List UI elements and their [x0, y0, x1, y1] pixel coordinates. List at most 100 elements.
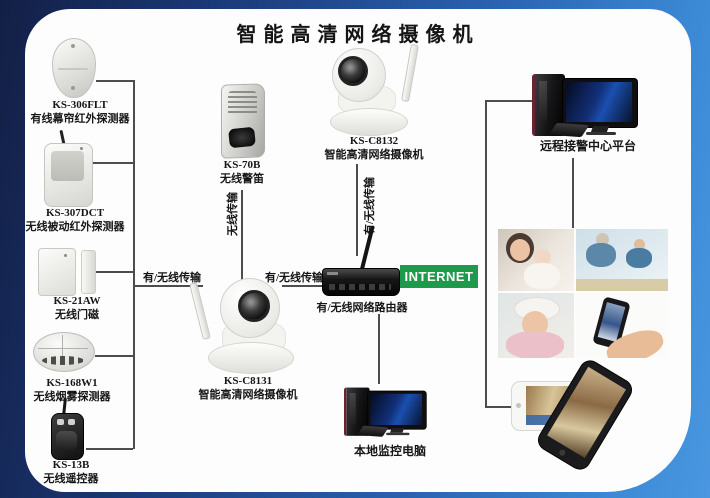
router-antenna — [359, 226, 375, 272]
remote-control-icon — [46, 397, 88, 460]
sensor-label-ks307dct: KS-307DCT 无线被动红外探测器 — [10, 206, 140, 235]
internet-trunk-line — [485, 100, 487, 408]
smoke-detector-icon — [33, 330, 95, 378]
sensor-model: KS-21AW — [53, 295, 101, 307]
detector-crease — [58, 68, 88, 70]
sensor-model: KS-168W1 — [46, 377, 98, 389]
camera-top-label: KS-C8132 智能高清网络摄像机 — [308, 134, 440, 163]
line-to-remote-center — [485, 100, 537, 102]
detector-dot — [71, 86, 75, 90]
sensor-bus-line — [133, 80, 135, 449]
page-title: 智能高清网络摄像机 — [236, 24, 480, 46]
detector-seam — [62, 335, 63, 363]
camera-lens — [338, 56, 368, 86]
photo-figure — [524, 263, 560, 289]
pc-keyboard — [548, 122, 590, 138]
sensor-label-ks13b: KS-13B 无线遥控器 — [16, 458, 126, 487]
pir-motion-detector-icon — [42, 129, 94, 208]
siren-name: 无线警笛 — [220, 173, 264, 186]
line-remote-center-to-photos — [572, 158, 574, 228]
camera-antenna — [401, 43, 419, 103]
detector-lens-window — [51, 151, 84, 181]
line-pir-detector — [92, 162, 133, 164]
local-pc-icon — [344, 386, 431, 439]
detector-dome — [33, 332, 95, 372]
pc-screen — [370, 393, 422, 425]
photo-figure — [506, 331, 564, 358]
remote-button — [68, 419, 75, 425]
camera-name: 智能高清网络摄像机 — [198, 389, 298, 402]
camera-base — [208, 342, 294, 374]
pc-screen — [566, 82, 632, 122]
photo-figure — [510, 239, 530, 261]
router-ports — [329, 284, 391, 290]
wireless-router-icon — [320, 226, 402, 300]
curtain-infrared-detector-icon — [44, 38, 100, 98]
sensor-model: KS-13B — [52, 459, 90, 471]
sensor-label-ks21aw: KS-21AW 无线门磁 — [22, 294, 132, 323]
local-pc-name: 本地监控电脑 — [353, 444, 426, 458]
siren-grille — [228, 91, 257, 116]
ip-camera-top-icon — [322, 43, 426, 136]
line-camera-to-router — [282, 285, 325, 287]
sensor-name: 无线门磁 — [55, 309, 99, 322]
camera-model: KS-C8132 — [349, 135, 399, 147]
link-label-camera-router: 有/无线传输 — [264, 272, 324, 284]
detector-seam — [38, 348, 88, 349]
sensor-model: KS-307DCT — [45, 207, 105, 219]
sensor-name: 有线幕帘红外探测器 — [30, 113, 130, 126]
router-name: 有/无线网络路由器 — [316, 302, 408, 314]
line-remote-control — [86, 448, 133, 450]
photo-figure — [626, 248, 652, 268]
sensor-name: 无线烟雾探测器 — [33, 391, 111, 404]
phone-home-button — [516, 403, 521, 408]
photo-grandfather-and-boy — [576, 229, 668, 291]
pc-stand-base — [586, 132, 616, 135]
siren-model: KS-70B — [223, 159, 261, 171]
remote-center-name: 远程接警中心平台 — [539, 139, 636, 153]
pc-stand-base — [386, 432, 410, 436]
photo-figure — [596, 233, 609, 246]
camera-lens — [238, 290, 270, 322]
line-smoke-detector — [95, 355, 133, 357]
photo-figure — [576, 279, 668, 291]
magnet-bar — [81, 250, 96, 294]
detector-led — [80, 147, 83, 150]
line-to-phones — [485, 406, 515, 408]
line-bus-to-camera — [133, 285, 203, 287]
line-top-camera-to-router — [356, 164, 358, 256]
camera-main-label: KS-C8131 智能高清网络摄像机 — [188, 374, 308, 403]
remote-pad — [56, 431, 77, 450]
siren-label: KS-70B 无线警笛 — [198, 158, 286, 187]
sensor-label-ks306flt: KS-306FLT 有线幕帘红外探测器 — [18, 98, 142, 127]
line-curtain-detector — [96, 80, 133, 82]
detector-vents — [42, 356, 84, 365]
sensor-model: KS-306FLT — [52, 99, 108, 111]
local-pc-label: 本地监控电脑 — [342, 444, 438, 460]
photo-hand-holding-phone — [576, 293, 668, 358]
camera-model: KS-C8131 — [223, 375, 273, 387]
sensor-name: 无线被动红外探测器 — [25, 221, 125, 234]
pc-tower — [344, 387, 370, 436]
sensor-name: 无线遥控器 — [43, 473, 99, 486]
usage-photos-grid — [498, 229, 668, 358]
sensor-label-ks168w1: KS-168W1 无线烟雾探测器 — [12, 376, 132, 405]
photo-mother-and-baby — [498, 229, 574, 291]
pc-tower-panel — [349, 393, 356, 425]
link-label-sensors: 有/无线传输 — [142, 272, 202, 284]
router-label: 有/无线网络路由器 — [310, 301, 414, 315]
line-router-to-local-pc — [378, 314, 380, 384]
ip-camera-main-icon — [189, 272, 300, 374]
camera-base — [330, 108, 408, 136]
internet-badge: INTERNET — [400, 265, 478, 288]
photo-baby-with-hat — [498, 293, 574, 358]
photo-figure — [634, 239, 645, 250]
remote-center-icon — [532, 72, 644, 140]
pc-tower-panel — [539, 81, 547, 121]
router-logo — [327, 272, 338, 275]
line-siren-to-camera — [241, 190, 243, 282]
remote-button — [57, 419, 64, 425]
magnet-led — [64, 254, 67, 257]
magnet-main-unit — [38, 248, 76, 296]
